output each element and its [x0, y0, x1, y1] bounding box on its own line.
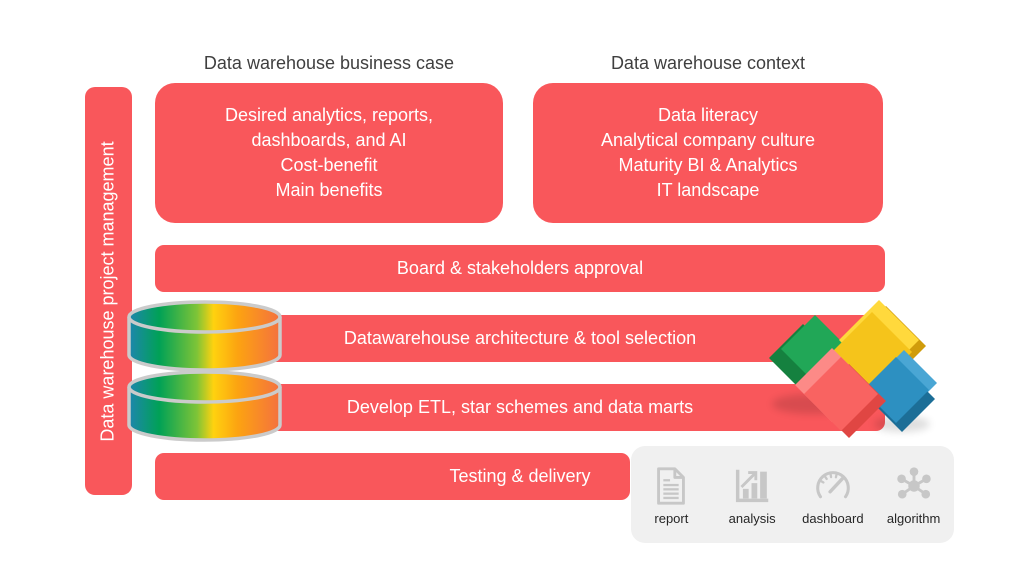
report-icon	[657, 466, 686, 505]
bar-architecture-tools-label: Datawarehouse architecture & tool select…	[343, 328, 697, 348]
deliverable-label: dashboard	[802, 510, 864, 526]
bar-board-approval	[155, 245, 885, 292]
bar-develop-etl-label: Develop ETL, star schemes and data marts	[346, 397, 694, 417]
red-cube-icon	[795, 348, 886, 438]
cubes-icon	[769, 300, 937, 438]
blue-cube-icon	[863, 350, 937, 432]
box-line: Main benefits	[275, 180, 383, 200]
context-box: Data literacy Analytical company culture…	[533, 83, 883, 223]
dashboard-icon	[816, 470, 850, 498]
algorithm-icon	[896, 466, 931, 499]
bar-testing-delivery-label: Testing & delivery	[449, 466, 591, 486]
business-case-box: Desired analytics, reports, dashboards, …	[155, 83, 503, 223]
header-context: Data warehouse context	[610, 53, 806, 73]
project-management-rail-label: Data warehouse project management	[97, 141, 118, 442]
deliverable-label: algorithm	[886, 510, 941, 526]
deliverables-panel: report analysis	[631, 446, 954, 543]
yellow-cube-icon	[832, 300, 926, 392]
box-line: Maturity BI & Analytics	[618, 155, 798, 175]
bar-board-approval-label: Board & stakeholders approval	[396, 258, 644, 278]
box-line: Desired analytics, reports,	[224, 105, 434, 125]
box-line: Analytical company culture	[600, 130, 816, 150]
deliverable-analysis: analysis	[714, 464, 790, 526]
box-line: IT landscape	[656, 180, 760, 200]
analysis-icon	[736, 469, 769, 502]
deliverable-label: analysis	[728, 510, 776, 526]
deliverable-algorithm: algorithm	[876, 464, 952, 526]
header-business-case: Data warehouse business case	[203, 53, 455, 73]
project-management-rail	[85, 87, 132, 495]
deliverable-label: report	[654, 510, 689, 526]
box-line: dashboards, and AI	[251, 130, 407, 150]
deliverable-report: report	[633, 464, 709, 526]
deliverable-dashboard: dashboard	[795, 464, 871, 526]
database-cylinder-icon	[127, 300, 282, 442]
box-line: Data literacy	[657, 105, 759, 125]
box-line: Cost-benefit	[280, 155, 378, 175]
bar-testing-delivery	[155, 453, 630, 500]
